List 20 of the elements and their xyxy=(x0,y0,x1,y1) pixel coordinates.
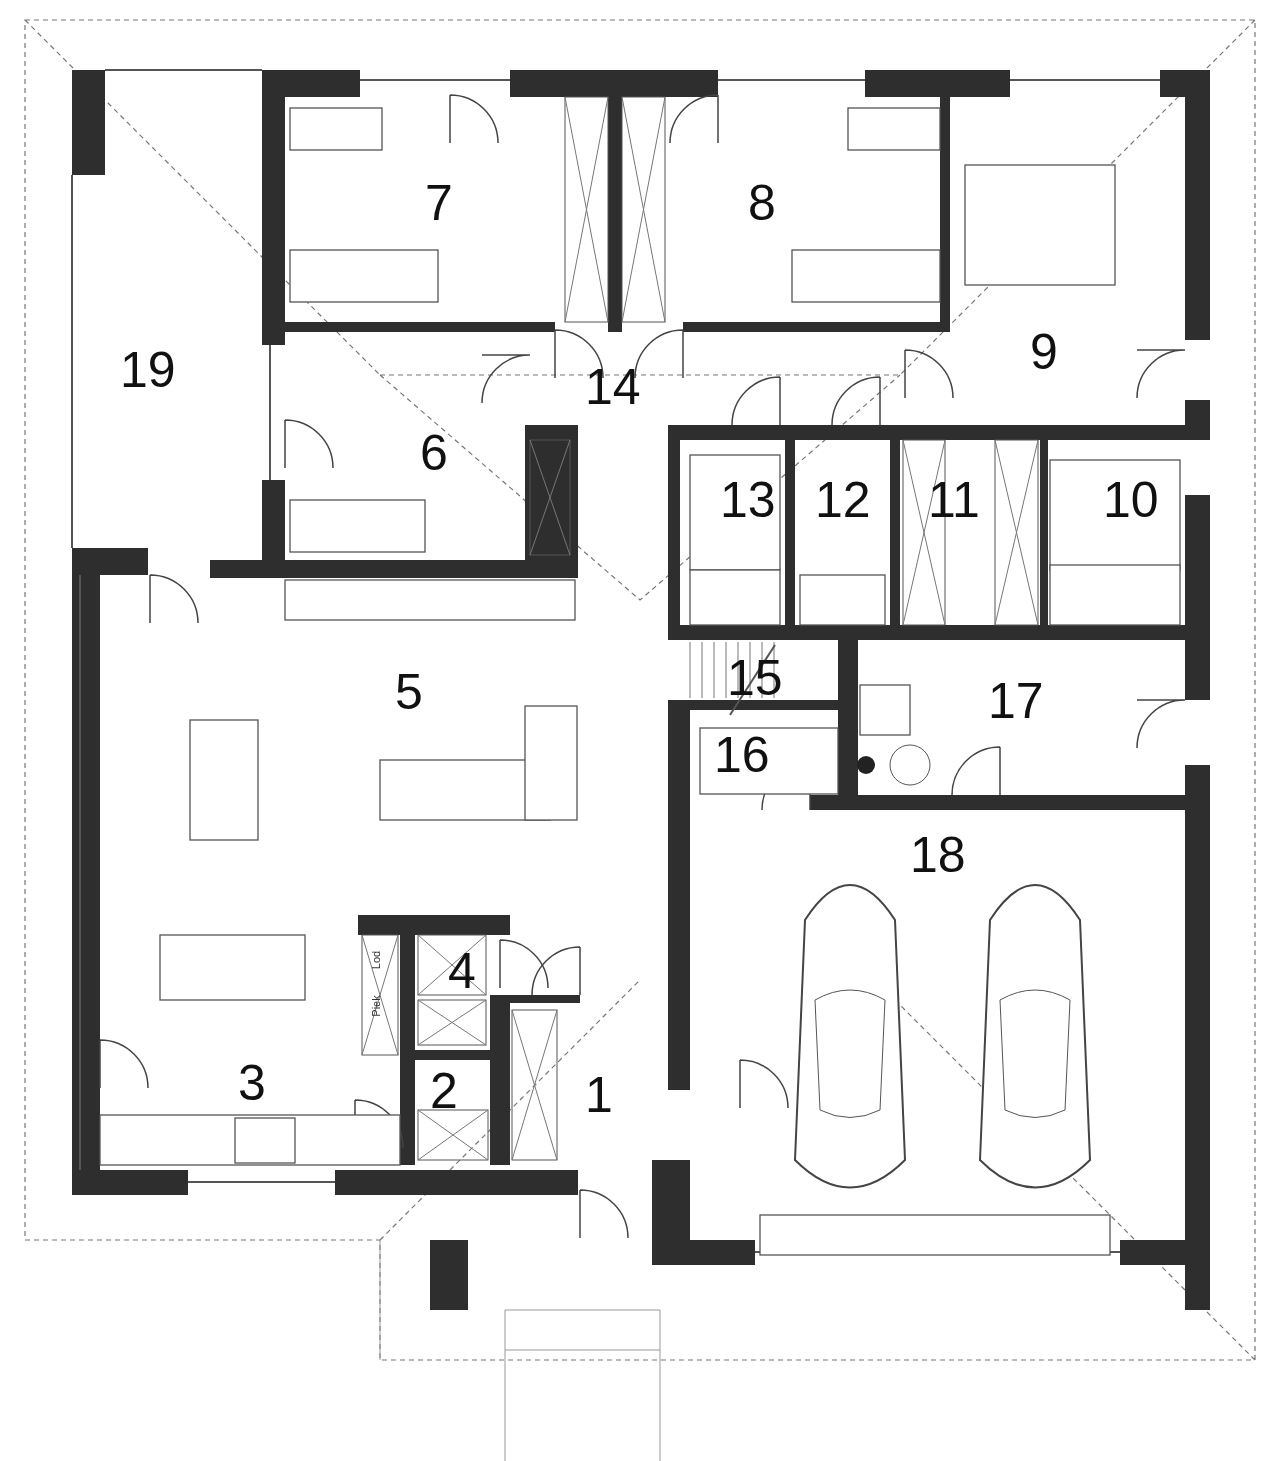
room-number: 2 xyxy=(430,1066,458,1116)
room-number: 19 xyxy=(120,345,176,395)
room-number: 12 xyxy=(815,475,871,525)
room-number: 3 xyxy=(238,1058,266,1108)
room-number: 10 xyxy=(1103,475,1159,525)
appliance-label: Piek xyxy=(369,995,382,1017)
room-number: 6 xyxy=(420,428,448,478)
room-number: 11 xyxy=(928,475,980,525)
room-number: 8 xyxy=(748,178,776,228)
room-number: 4 xyxy=(448,946,476,996)
room-number: 17 xyxy=(988,676,1044,726)
room-number: 9 xyxy=(1030,327,1058,377)
room-number: 13 xyxy=(720,475,776,525)
room-number: 7 xyxy=(425,178,453,228)
appliance-label: Lod xyxy=(370,950,383,970)
room-number: 14 xyxy=(585,362,641,412)
room-number: 16 xyxy=(714,730,770,780)
room-number: 18 xyxy=(910,830,966,880)
room-number: 1 xyxy=(585,1070,613,1120)
room-number: 5 xyxy=(395,667,423,717)
